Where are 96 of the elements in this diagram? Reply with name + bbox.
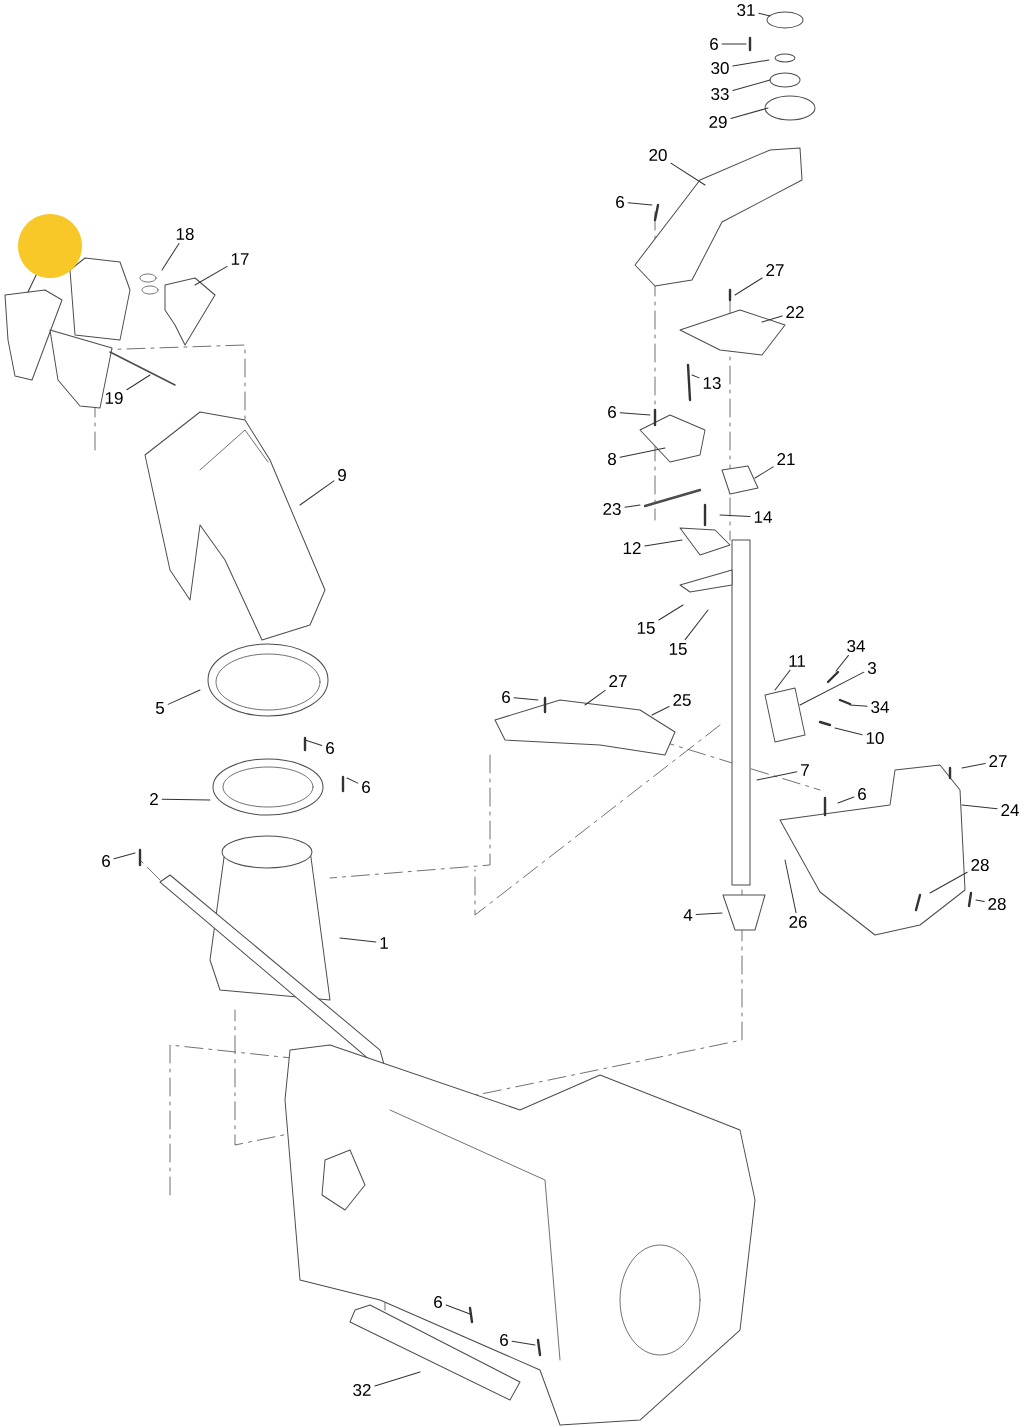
callout-number: 24 bbox=[1001, 804, 1019, 816]
leader-line bbox=[929, 871, 968, 894]
leader-line bbox=[644, 539, 683, 547]
callout-number: 26 bbox=[789, 916, 807, 928]
leader-line bbox=[304, 739, 323, 746]
callout-number: 27 bbox=[766, 264, 784, 276]
callout-number: 19 bbox=[105, 392, 123, 404]
callout-number: 17 bbox=[231, 253, 249, 265]
leader-line bbox=[627, 202, 653, 206]
callout-number: 6 bbox=[500, 1334, 508, 1346]
callout-number: 20 bbox=[649, 149, 667, 161]
leader-line bbox=[732, 59, 770, 67]
callout-number: 13 bbox=[703, 377, 721, 389]
leader-line bbox=[754, 466, 774, 479]
leader-line bbox=[734, 277, 763, 296]
callout-number: 34 bbox=[847, 640, 865, 652]
callout-number: 23 bbox=[603, 503, 621, 515]
callout-number: 34 bbox=[871, 701, 889, 713]
leader-line bbox=[584, 689, 606, 706]
callout-number: 33 bbox=[711, 88, 729, 100]
callout-number: 7 bbox=[801, 764, 809, 776]
leader-line bbox=[837, 796, 855, 804]
callout-number: 6 bbox=[608, 406, 616, 418]
callout-number: 21 bbox=[777, 453, 795, 465]
callout-number: 29 bbox=[709, 116, 727, 128]
leader-line bbox=[619, 412, 651, 416]
leader-line bbox=[299, 480, 335, 506]
leader-line bbox=[624, 504, 641, 508]
leader-line bbox=[658, 604, 684, 621]
leader-line bbox=[695, 912, 723, 916]
callout-number: 3 bbox=[867, 662, 876, 674]
leader-line bbox=[849, 704, 868, 707]
leader-line bbox=[651, 705, 670, 716]
callout-number: 11 bbox=[789, 655, 805, 667]
callout-number: 6 bbox=[616, 196, 624, 208]
callout-number: 22 bbox=[786, 306, 804, 318]
callout-number: 18 bbox=[176, 228, 194, 240]
leader-line bbox=[961, 804, 998, 810]
callout-number: 15 bbox=[637, 622, 655, 634]
callout-number: 2 bbox=[150, 793, 158, 805]
leader-line bbox=[691, 374, 700, 379]
callout-number: 6 bbox=[858, 788, 866, 800]
leader-line bbox=[374, 1371, 421, 1387]
callout-number: 1 bbox=[380, 937, 388, 949]
leader-line bbox=[721, 43, 747, 45]
callout-number: 6 bbox=[502, 691, 510, 703]
leader-line bbox=[961, 763, 986, 769]
leader-line bbox=[756, 771, 798, 781]
leader-line bbox=[799, 671, 865, 706]
leader-line bbox=[670, 162, 706, 186]
leader-line bbox=[126, 374, 151, 391]
callout-number: 25 bbox=[673, 694, 691, 706]
leader-line bbox=[975, 899, 985, 903]
callout-number: 27 bbox=[609, 675, 627, 687]
callout-number: 8 bbox=[608, 453, 616, 465]
callout-number: 28 bbox=[971, 859, 989, 871]
callout-number: 15 bbox=[669, 643, 687, 655]
callout-number: 4 bbox=[683, 909, 693, 921]
leader-line bbox=[27, 274, 37, 293]
leader-line bbox=[194, 265, 228, 286]
leader-line bbox=[511, 1340, 536, 1346]
leader-line bbox=[835, 654, 849, 672]
callout-number: 10 bbox=[866, 732, 884, 744]
callout-number: 6 bbox=[710, 38, 718, 50]
leader-line bbox=[445, 1304, 471, 1315]
callout-number: 27 bbox=[989, 755, 1007, 767]
callout-number: 28 bbox=[988, 898, 1006, 910]
leader-line bbox=[784, 859, 797, 914]
callout-number: 30 bbox=[711, 62, 729, 74]
callout-number: 14 bbox=[754, 511, 772, 523]
leader-line bbox=[732, 79, 771, 91]
leader-line bbox=[619, 447, 666, 458]
leader-line bbox=[167, 689, 201, 705]
callout-number: 6 bbox=[102, 855, 110, 867]
leader-line bbox=[758, 12, 771, 17]
callout-number: 12 bbox=[623, 542, 641, 554]
leader-line bbox=[113, 852, 136, 860]
callout-number: 32 bbox=[353, 1384, 371, 1396]
leader-line bbox=[513, 697, 539, 701]
leader-line bbox=[346, 777, 359, 784]
leader-line bbox=[834, 727, 863, 736]
callout-number: 6 bbox=[326, 742, 334, 754]
leader-line bbox=[774, 669, 791, 691]
callout-number: 31 bbox=[737, 4, 755, 16]
callout-number: 9 bbox=[338, 469, 346, 481]
callout-number: 6 bbox=[362, 781, 370, 793]
leader-line bbox=[161, 798, 211, 801]
callout-number: 6 bbox=[434, 1296, 442, 1308]
leader-line bbox=[761, 315, 783, 323]
leader-line bbox=[161, 242, 180, 271]
callout-number: 5 bbox=[155, 702, 164, 714]
marker-dot bbox=[18, 214, 82, 278]
leader-line bbox=[719, 514, 751, 517]
leader-line bbox=[730, 107, 769, 119]
leader-line bbox=[339, 937, 377, 943]
leader-line bbox=[684, 609, 709, 641]
